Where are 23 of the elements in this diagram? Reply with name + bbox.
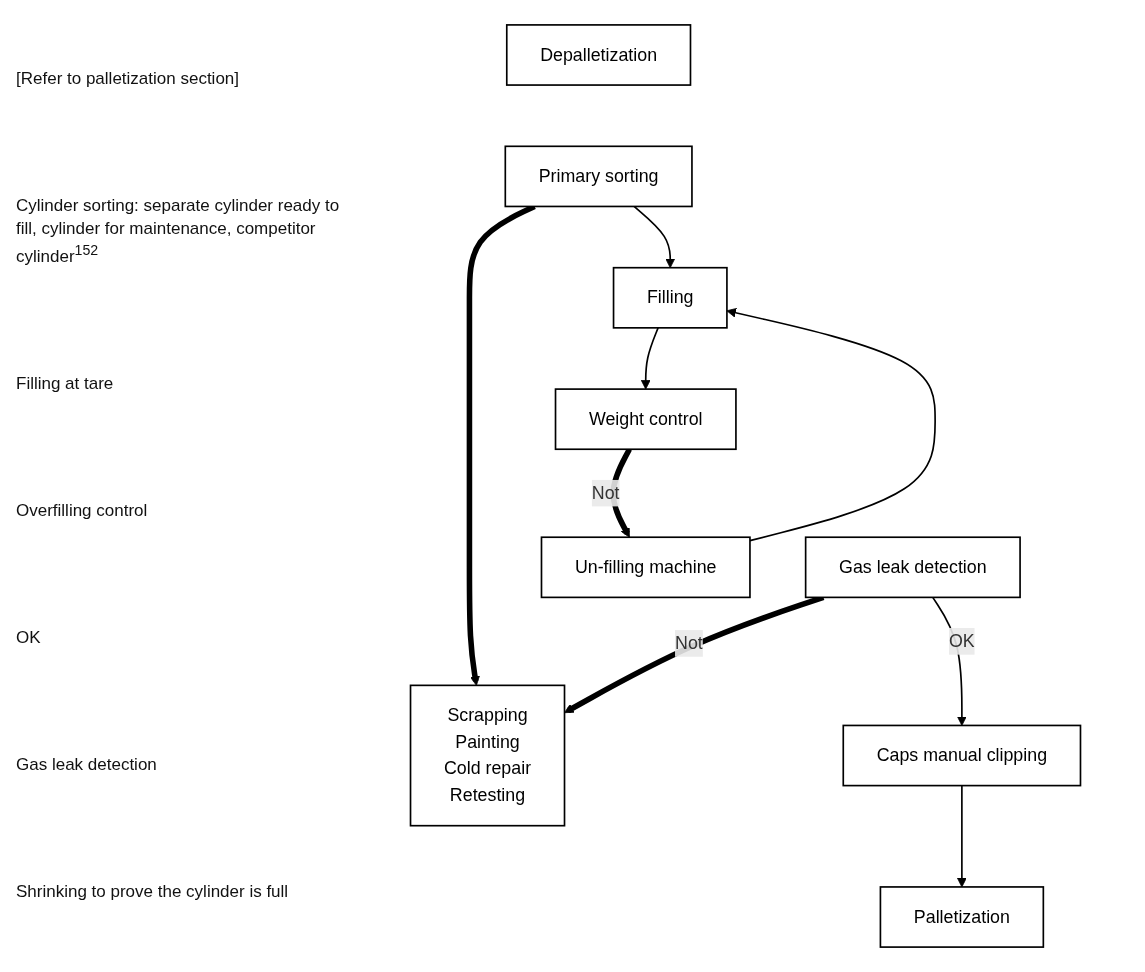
edge-label: Not xyxy=(675,633,703,653)
note-text: Gas leak detection xyxy=(16,753,158,776)
arrow xyxy=(957,784,967,888)
node-box: Caps manual clipping xyxy=(842,724,1082,787)
node-box: Palletization xyxy=(879,886,1045,948)
node-box: Primary sorting xyxy=(504,145,693,208)
note-text: [Refer to palletization section] xyxy=(16,68,240,91)
node-box: Weight control xyxy=(554,388,737,451)
node-box: Filling xyxy=(612,266,728,329)
arrow xyxy=(633,205,676,269)
arrow xyxy=(726,307,936,542)
edge-label: OK xyxy=(949,631,975,651)
node-box: Depalletization xyxy=(505,24,692,86)
note-text: Filling at tare xyxy=(16,372,115,395)
arrow xyxy=(640,327,659,390)
note-text: Cylinder sorting: separate cylinder ready to fill, cylinder for maintenance, competitor cylinder$^{152}$ xyxy=(16,195,341,268)
node-box: Un-filling machine xyxy=(540,536,751,599)
note-text: Shrinking to prove the cylinder is full xyxy=(16,880,290,903)
node-box: Gas leak detection xyxy=(804,536,1021,599)
note-text: Overfilling control xyxy=(16,499,149,522)
edge-label: Not xyxy=(591,483,620,503)
node-box: Scrapping Painting Cold repair Retesting xyxy=(409,684,566,827)
note-text: OK xyxy=(16,626,42,649)
